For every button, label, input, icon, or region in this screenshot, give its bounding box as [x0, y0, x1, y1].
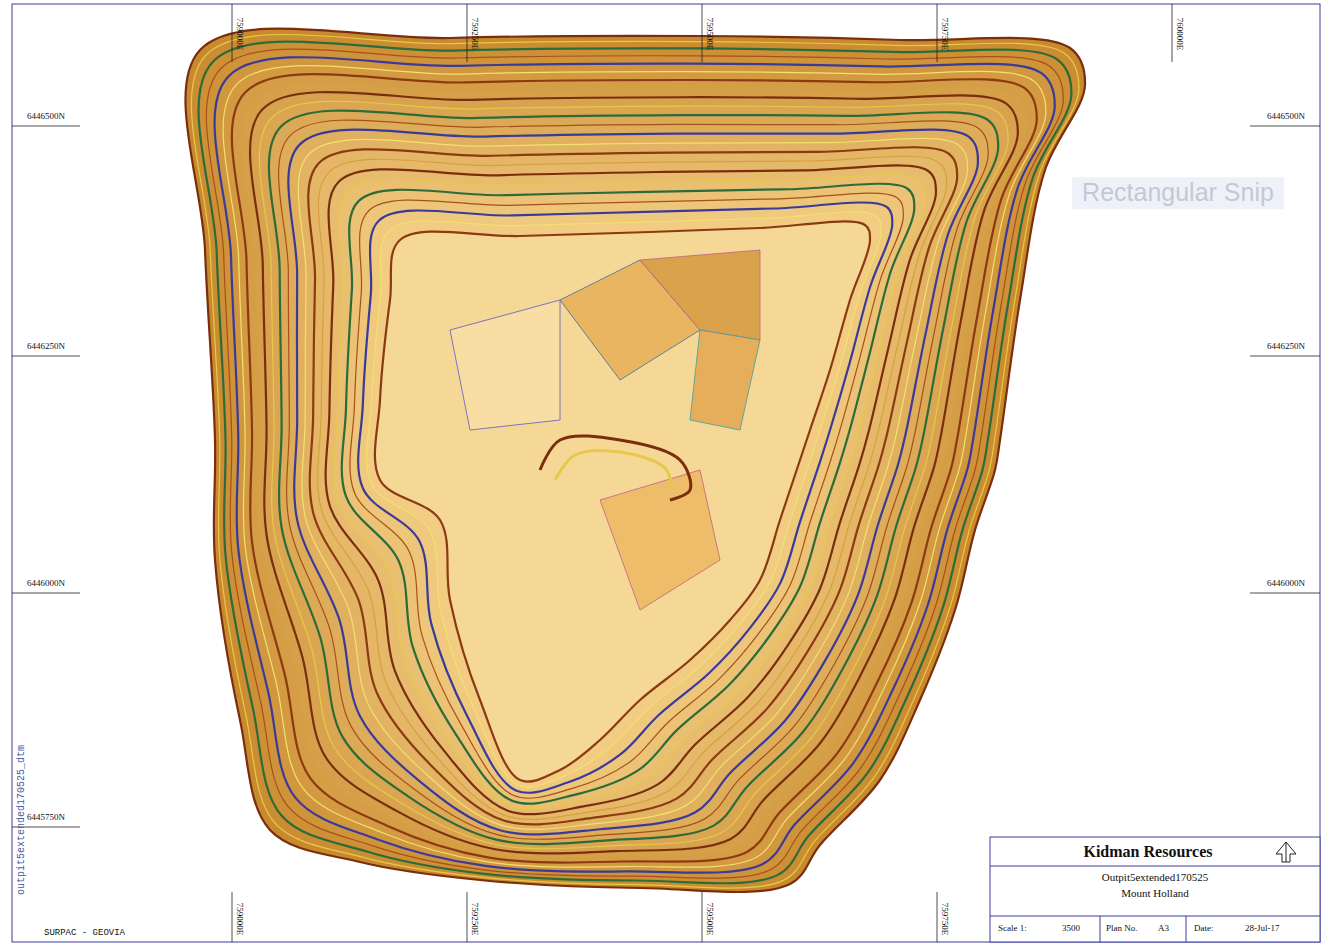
bench-contour [191, 34, 1079, 888]
northing-label: 6446250N [27, 342, 65, 352]
pit-benches [185, 29, 1085, 892]
easting-label: 759750E [939, 903, 949, 936]
bench-contour [350, 193, 903, 798]
easting-tick [937, 4, 938, 62]
northing-tick [12, 356, 80, 357]
floor-facets [450, 250, 760, 610]
easting-tick [232, 4, 233, 62]
easting-label: 759500E [704, 903, 714, 936]
title-block-rule [1100, 916, 1101, 942]
easting-tick [1172, 4, 1173, 62]
northing-tick [12, 126, 80, 127]
easting-tick [467, 892, 468, 942]
title-block-frame [990, 837, 1320, 942]
bench-contour [308, 147, 957, 824]
bench-contour [250, 92, 1018, 853]
scale-caption: Scale 1: [998, 924, 1027, 934]
plan-value: A3 [1158, 924, 1169, 934]
northing-tick [1250, 356, 1320, 357]
floor-facet [600, 470, 720, 610]
northing-label: 6445750N [27, 813, 65, 823]
easting-tick [702, 892, 703, 942]
bench-contour [206, 49, 1063, 878]
bench-contour [223, 66, 1046, 868]
bench-contour [215, 57, 1055, 873]
easting-label: 759500E [704, 18, 714, 51]
bench-contour [241, 83, 1028, 858]
easting-label: 759250E [469, 903, 479, 936]
title-block [990, 837, 1320, 942]
sump-ramp-line [555, 450, 672, 488]
northing-tick [12, 593, 80, 594]
bench-contour [342, 184, 915, 804]
title-block-rule [990, 916, 1320, 917]
floor-facet [640, 250, 760, 340]
grid-ticks [12, 4, 1320, 942]
bench-contour [199, 41, 1072, 883]
software-label: SURPAC - GEOVIA [44, 929, 125, 939]
bench-contour [232, 74, 1037, 862]
easting-tick [937, 892, 938, 942]
northing-tick [1250, 126, 1320, 127]
northing-label: 6446000N [1267, 579, 1305, 589]
site-name: Mount Holland [1121, 887, 1189, 899]
title-block-rule [990, 866, 1320, 867]
northing-tick [1250, 593, 1320, 594]
easting-label: 759000E [234, 903, 244, 936]
bench-contour [375, 221, 870, 781]
sump-ramp [540, 436, 691, 500]
file-name: Outpit5extended170525 [1102, 871, 1208, 883]
date-value: 28-Jul-17 [1245, 924, 1280, 934]
sheet-frame [12, 4, 1320, 942]
bench-contour [298, 138, 967, 829]
bench-contour [334, 175, 926, 809]
northing-label: 6446500N [27, 112, 65, 122]
easting-label: 759750E [939, 18, 949, 51]
bench-contour [366, 212, 881, 787]
easting-label: 760000E [1174, 18, 1184, 51]
easting-label: 759000E [234, 18, 244, 51]
easting-tick [702, 4, 703, 62]
floor-facet [690, 330, 760, 430]
floor-facet [450, 300, 560, 430]
bench-contour [269, 111, 998, 845]
easting-label: 759250E [469, 18, 479, 51]
northing-label: 6446250N [1267, 342, 1305, 352]
date-caption: Date: [1194, 924, 1214, 934]
sump-ramp-line [540, 436, 691, 500]
bench-contour [288, 130, 978, 835]
dtm-file-label: outpit5extended170525_dtm [16, 745, 27, 895]
plan-caption: Plan No. [1106, 924, 1138, 934]
northing-label: 6446500N [1267, 112, 1305, 122]
northing-label: 6446000N [27, 579, 65, 589]
company-title: Kidman Resources [1083, 843, 1212, 861]
scale-value: 3500 [1062, 924, 1080, 934]
bench-contour [358, 202, 892, 792]
bench-contour [279, 120, 989, 839]
easting-tick [467, 4, 468, 62]
bench-contour [185, 29, 1085, 892]
bench-contour [259, 101, 1008, 849]
bench-contour [326, 165, 936, 814]
title-block-rule [1186, 916, 1187, 942]
watermark: Rectangular Snip [1072, 177, 1284, 209]
north-arrow [1276, 842, 1296, 862]
bench-contour [318, 156, 947, 819]
easting-tick [232, 892, 233, 942]
